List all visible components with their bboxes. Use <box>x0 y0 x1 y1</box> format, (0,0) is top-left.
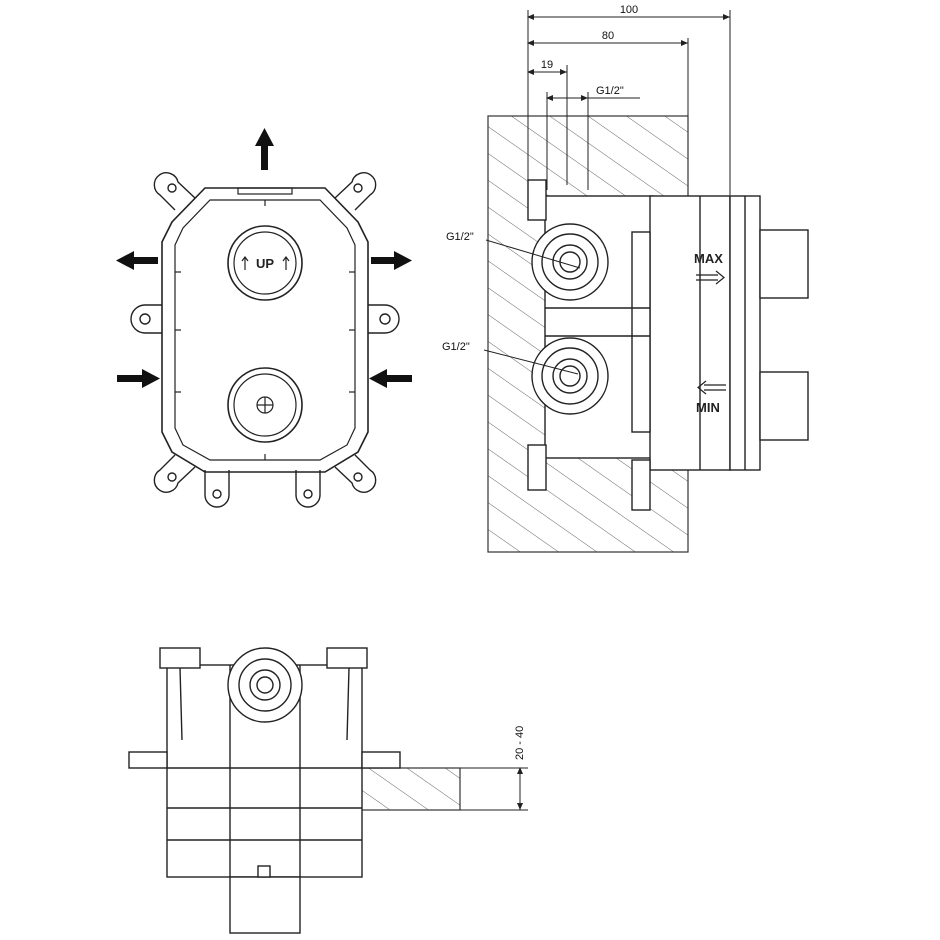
top-view: 20 - 40 <box>128 647 528 934</box>
body-inner <box>174 199 356 461</box>
arrow-left-top-icon <box>116 251 158 270</box>
upper-outlet <box>227 225 303 301</box>
body-outer <box>161 187 369 473</box>
dim-thread-top: G1/2" <box>596 85 624 97</box>
max-arrow-icon <box>696 270 725 285</box>
arrow-up-icon <box>255 128 274 170</box>
min-arrow-icon <box>697 380 726 395</box>
dim-100: 100 <box>620 4 638 16</box>
thread-label-lower: G1/2" <box>442 341 470 353</box>
up-arrow-icon <box>241 256 290 270</box>
direction-arrows <box>116 128 412 388</box>
depth-range-label: 20 - 40 <box>514 726 526 760</box>
mounting-ears <box>130 172 400 508</box>
dimension-lines <box>527 10 731 195</box>
arrow-in-right-icon <box>369 369 412 388</box>
dim-19: 19 <box>541 59 553 71</box>
upper-port <box>531 223 609 301</box>
thread-label-upper: G1/2" <box>446 231 474 243</box>
min-label: MIN <box>696 400 720 415</box>
up-label: UP <box>256 256 274 271</box>
lower-port <box>531 337 609 415</box>
lower-outlet <box>227 367 303 443</box>
front-view: UP <box>116 128 412 508</box>
valve-body <box>527 179 809 511</box>
top-port <box>227 647 303 723</box>
finished-wall-hatch <box>359 767 461 811</box>
arrow-right-top-icon <box>371 251 412 270</box>
side-view: 100 80 19 G1/2" <box>442 4 809 553</box>
max-label: MAX <box>694 251 723 266</box>
arrow-in-left-icon <box>117 369 160 388</box>
dim-80: 80 <box>602 30 614 42</box>
